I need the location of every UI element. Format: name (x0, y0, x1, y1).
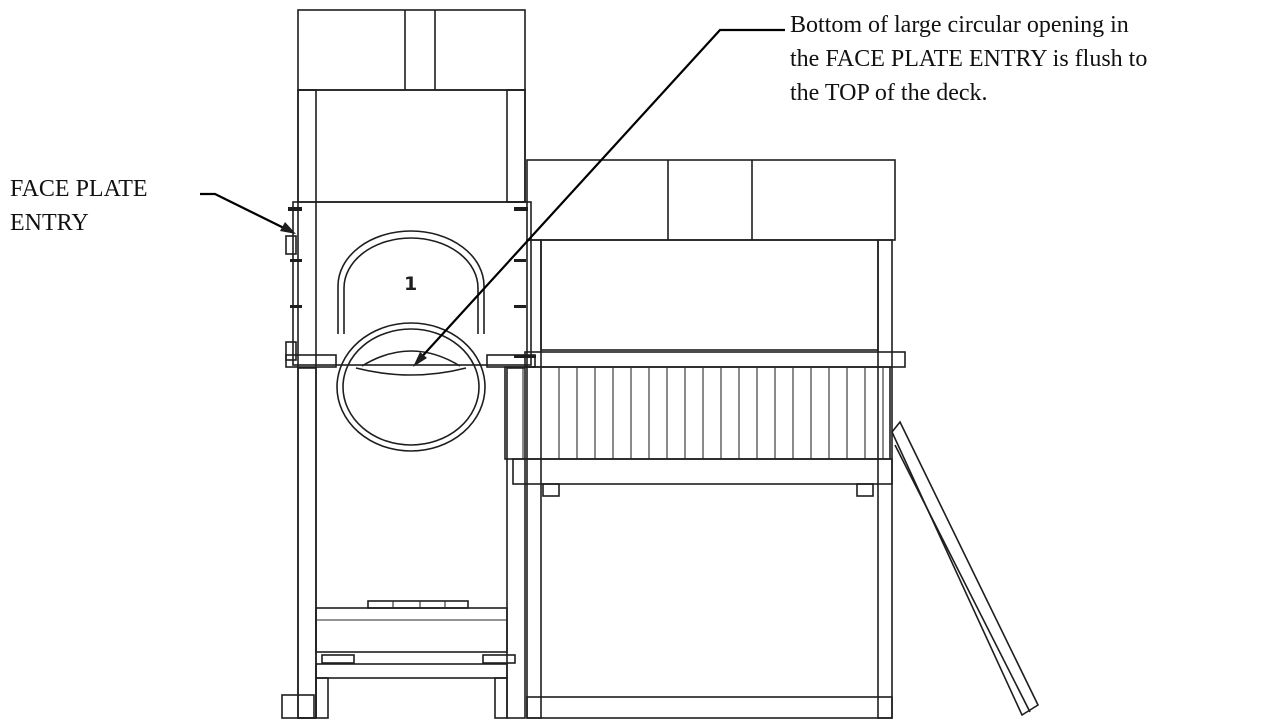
face-plate-entry-label: FACE PLATE ENTRY (10, 172, 148, 240)
note-line2: the FACE PLATE ENTRY is flush to (790, 46, 1148, 72)
lower-frame (281, 600, 893, 719)
deck-railing (504, 366, 893, 497)
face-plate-label-line2: ENTRY (10, 210, 89, 236)
tube-slide: 1 (336, 230, 486, 452)
deck-roof (526, 159, 896, 241)
deck-frame (524, 239, 906, 719)
note-line1: Bottom of large circular opening in (790, 12, 1129, 38)
note-line3: the TOP of the deck. (790, 80, 988, 106)
face-plate-leader-arrow (200, 192, 296, 234)
face-plate-entry (285, 201, 536, 368)
face-plate-label-line1: FACE PLATE (10, 176, 148, 202)
slide-ramp (891, 420, 1040, 717)
opening-note-label: Bottom of large circular opening in the … (790, 8, 1147, 110)
tower-posts (297, 89, 526, 719)
railing-slats (522, 367, 884, 459)
tower-roof (297, 9, 526, 91)
tube-number: 1 (404, 273, 417, 295)
opening-leader-arrow (413, 28, 785, 367)
